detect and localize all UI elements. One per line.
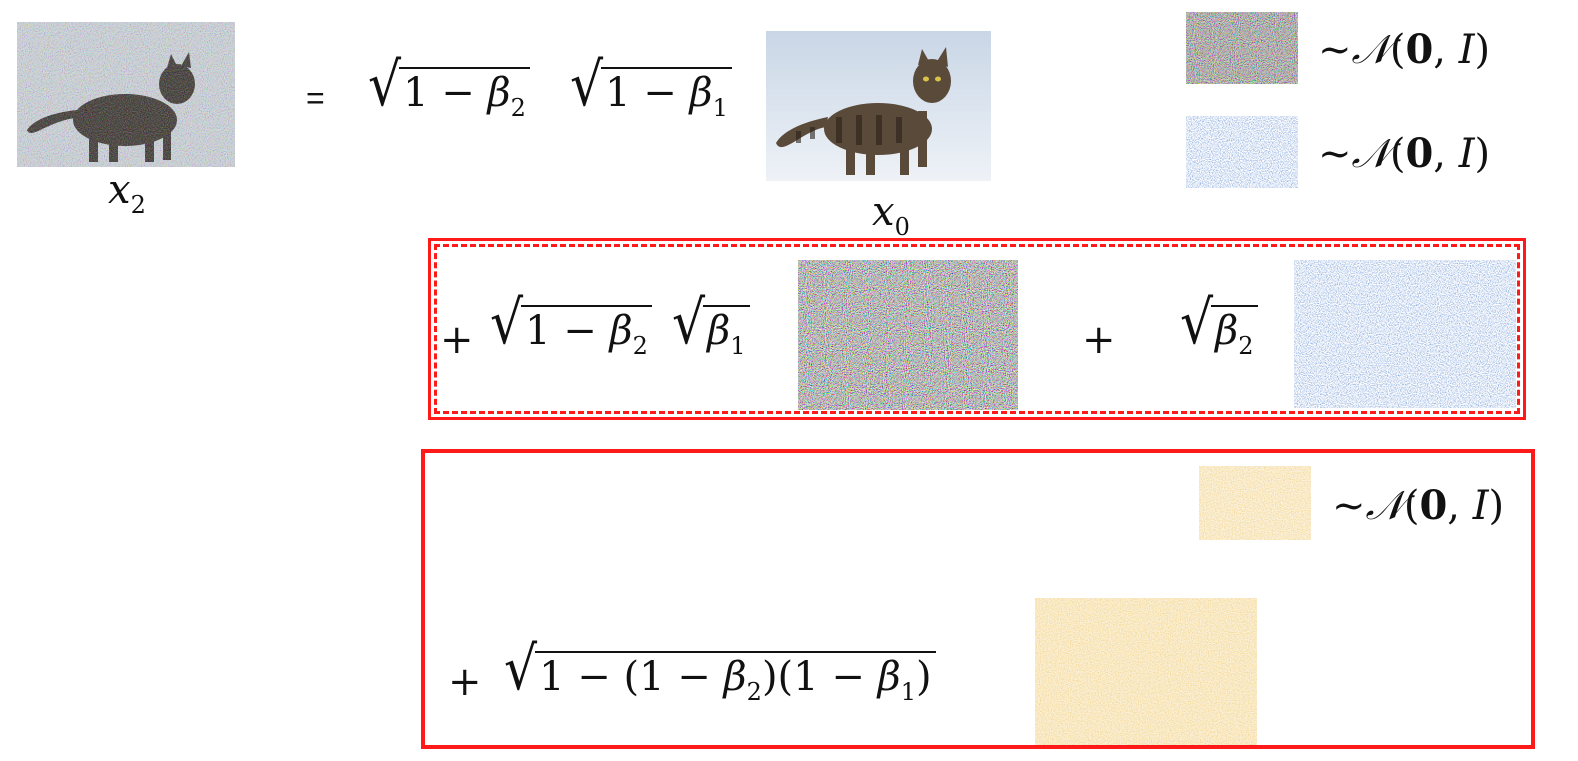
noisy-cat-image: [17, 22, 235, 167]
blue-noise-image: [1294, 260, 1516, 408]
rgb-noise-image: [798, 260, 1018, 410]
x0-label: x0: [872, 189, 910, 241]
sqrt-one-minus-beta1: √1 − β1: [570, 56, 732, 120]
distribution-label-1: ~𝒩(𝟎, I): [1318, 26, 1491, 73]
clean-cat-image: [766, 31, 991, 181]
sqrt-one-minus-beta2-row2: √1 − β2: [490, 294, 652, 358]
distribution-label-2: ~𝒩(𝟎, I): [1318, 130, 1491, 177]
sqrt-combined-term: √1 − (1 − β2)(1 − β1): [504, 640, 936, 704]
gold-noise-legend-image: [1199, 466, 1311, 540]
equals-sign: =: [306, 80, 325, 116]
gold-noise-image: [1035, 598, 1257, 745]
sqrt-beta1: √β1: [672, 294, 750, 358]
sqrt-one-minus-beta2: √1 − β2: [368, 56, 530, 120]
blue-noise-legend-image: [1186, 116, 1298, 188]
plus-sign-1: +: [440, 317, 474, 363]
sqrt-beta2: √β2: [1180, 294, 1258, 358]
plus-sign-3: +: [448, 659, 482, 705]
plus-sign-2: +: [1082, 317, 1116, 363]
rgb-noise-legend-image: [1186, 12, 1298, 84]
dashed-red-frame: [428, 238, 1526, 420]
x2-label: x2: [108, 167, 146, 219]
solid-red-frame: [421, 449, 1535, 749]
distribution-label-3: ~𝒩(𝟎, I): [1332, 482, 1505, 529]
